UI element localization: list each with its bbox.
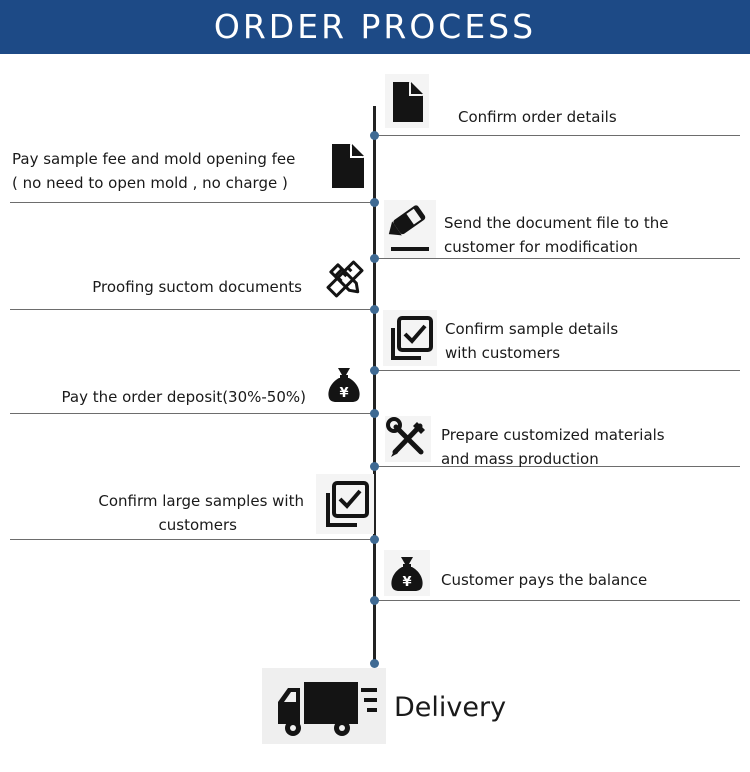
step-5-subtext: with customers bbox=[445, 344, 561, 362]
check-copy-icon bbox=[383, 310, 437, 366]
money-bag-icon: ¥ bbox=[384, 550, 430, 596]
step-divider bbox=[10, 309, 372, 310]
step-4-text: Proofing suctom documents bbox=[92, 278, 302, 296]
step-divider bbox=[378, 370, 740, 371]
step-divider bbox=[378, 466, 740, 467]
timeline-dot bbox=[370, 462, 379, 471]
page-title: ORDER PROCESS bbox=[213, 7, 537, 46]
step-7-text: Prepare customized materials bbox=[441, 426, 665, 444]
step-divider bbox=[10, 202, 372, 203]
svg-text:¥: ¥ bbox=[339, 386, 348, 401]
step-9-text: Customer pays the balance bbox=[441, 571, 648, 589]
timeline-dot bbox=[370, 254, 379, 263]
check-copy-icon bbox=[316, 474, 374, 534]
delivery-label: Delivery bbox=[394, 692, 507, 723]
pencil-ruler-icon bbox=[324, 258, 366, 300]
header-banner bbox=[0, 0, 750, 54]
document-icon bbox=[385, 74, 429, 128]
step-divider bbox=[10, 539, 372, 540]
step-8-text: Confirm large samples with bbox=[98, 492, 304, 510]
truck-icon bbox=[262, 668, 386, 744]
timeline-dot bbox=[370, 659, 379, 668]
step-7-subtext: and mass production bbox=[441, 450, 599, 468]
step-8-subtext: customers bbox=[158, 516, 237, 534]
tools-icon bbox=[385, 416, 431, 462]
step-2-subtext: ( no need to open mold , no charge ) bbox=[12, 174, 288, 192]
timeline-dot bbox=[370, 305, 379, 314]
svg-text:¥: ¥ bbox=[402, 575, 411, 590]
step-3-text: Send the document file to the bbox=[444, 214, 669, 232]
timeline-dot bbox=[370, 198, 379, 207]
timeline-dot bbox=[370, 366, 379, 375]
timeline-axis bbox=[373, 106, 376, 664]
timeline-dot bbox=[370, 596, 379, 605]
step-divider bbox=[10, 413, 372, 414]
document-icon bbox=[328, 140, 370, 192]
timeline-dot bbox=[370, 131, 379, 140]
step-2-text: Pay sample fee and mold opening fee bbox=[12, 150, 296, 168]
step-divider bbox=[378, 135, 740, 136]
step-3-subtext: customer for modification bbox=[444, 238, 638, 256]
step-6-text: Pay the order deposit(30%-50%) bbox=[61, 388, 306, 406]
step-5-text: Confirm sample details bbox=[445, 320, 619, 338]
step-divider bbox=[378, 600, 740, 601]
timeline-dot bbox=[370, 409, 379, 418]
timeline-dot bbox=[370, 535, 379, 544]
edit-pen-icon bbox=[384, 200, 436, 258]
money-bag-icon: ¥ bbox=[327, 365, 361, 403]
step-divider bbox=[378, 258, 740, 259]
step-1-text: Confirm order details bbox=[458, 108, 617, 126]
